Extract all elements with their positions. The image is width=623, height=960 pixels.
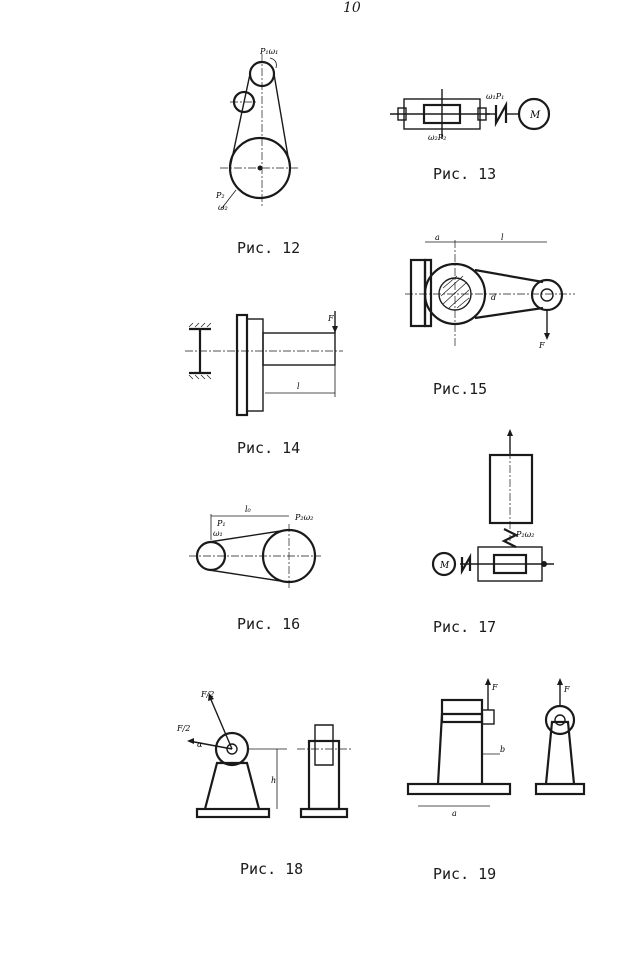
caption-fig-17: Рис. 17 — [433, 618, 497, 636]
figure-17-hoist: P₂ω₂ M — [431, 429, 554, 582]
fig16-label-l0: l₀ — [245, 505, 252, 514]
fig13-label-w1p1: ω₁P₁ — [486, 92, 504, 101]
fig14-label-force: F — [327, 314, 334, 323]
fig14-label-length: l — [297, 382, 300, 391]
fig18-label-alpha: α — [197, 740, 203, 749]
caption-fig-15: Рис.15 — [433, 380, 488, 398]
caption-fig-12: Рис. 12 — [237, 239, 301, 257]
fig13-label-motor: M — [529, 110, 541, 121]
fig19-label-f-right: F — [563, 685, 570, 694]
caption-fig-16: Рис. 16 — [237, 615, 301, 633]
fig17-label-motor: M — [439, 561, 450, 571]
fig12-label-w2: ω₂ — [218, 203, 228, 212]
figure-14-bracket: F l — [185, 311, 343, 417]
fig19-label-a: a — [452, 809, 457, 818]
figure-16-belt-drive: l₀ P₁ ω₁ P₂ω₂ — [189, 505, 321, 590]
fig13-label-w2p2: ω₂P₂ — [428, 133, 446, 142]
fig16-label-p2w2: P₂ω₂ — [294, 513, 313, 522]
fig18-label-f2-top: F/2 — [200, 690, 214, 699]
figure-13-gearbox: ω₁P₁ ω₂P₂ M — [390, 89, 551, 142]
figure-19-bearing-bracket: F F b a — [406, 678, 586, 818]
fig15-label-force: F — [538, 341, 545, 350]
fig15-label-d: d — [491, 293, 496, 302]
page-number: 10 — [343, 0, 361, 16]
fig15-label-a: a — [435, 233, 440, 242]
caption-fig-18: Рис. 18 — [240, 860, 304, 878]
fig18-label-h: h — [271, 776, 276, 785]
fig15-label-l: l — [501, 233, 504, 242]
fig18-label-f2-left: F/2 — [176, 724, 190, 733]
caption-fig-13: Рис. 13 — [433, 165, 497, 183]
figure-15-lever: a l d F — [405, 233, 575, 350]
caption-fig-14: Рис. 14 — [237, 439, 301, 457]
fig16-label-p1: P₁ — [216, 519, 226, 528]
fig19-label-b: b — [500, 745, 505, 754]
fig12-label-p2: P₂ — [215, 191, 225, 200]
figure-12-belt-drive: P₁ω₁ P₂ ω₂ — [215, 47, 300, 212]
caption-fig-19: Рис. 19 — [433, 865, 497, 883]
fig17-label-p2w2: P₂ω₂ — [515, 530, 534, 539]
fig12-label-p1w1: P₁ω₁ — [259, 47, 278, 56]
figure-18-pulley-support: F/2 F/2 α h — [176, 690, 351, 819]
fig16-label-w1: ω₁ — [213, 529, 223, 538]
fig19-label-f-left: F — [491, 683, 498, 692]
